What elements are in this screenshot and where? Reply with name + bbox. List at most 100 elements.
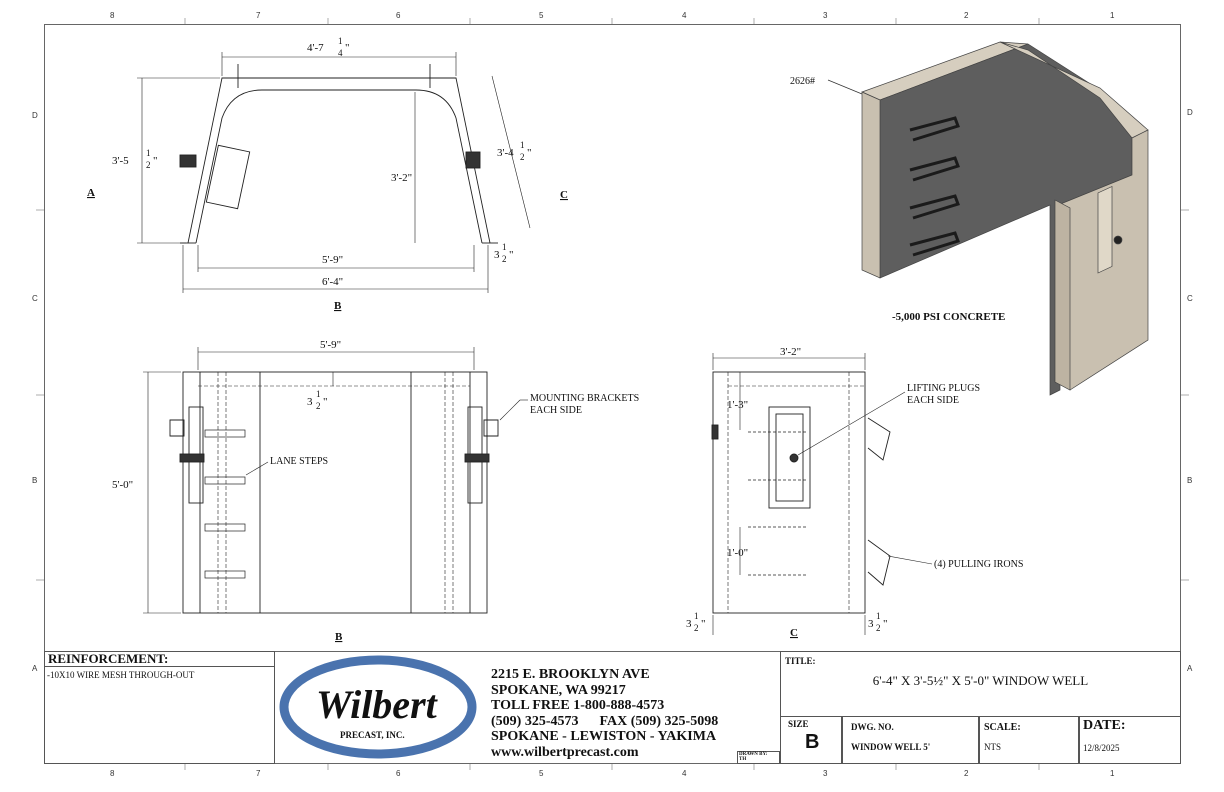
dim-inner-height: 3'-2": [391, 172, 412, 184]
zone-left-c: C: [32, 294, 38, 303]
dim-side-width: 3'-2": [780, 346, 801, 358]
date-label: DATE:: [1083, 718, 1126, 733]
zone-top-2: 2: [964, 11, 969, 20]
frac-num: 1: [694, 611, 699, 621]
frac-den: 4: [338, 48, 343, 58]
phone-tollfree: TOLL FREE 1-800-888-4573: [491, 698, 665, 713]
frac-den: 2: [316, 401, 321, 411]
dim-outer-width: 6'-4": [322, 276, 343, 288]
zone-top-1: 1: [1110, 11, 1115, 20]
dim-left-height: 3'-5: [112, 155, 129, 167]
section-label-c: C: [560, 189, 568, 201]
zone-left-d: D: [32, 111, 38, 120]
zone-bottom-6: 6: [396, 769, 401, 778]
dim-front-offset: 3: [307, 396, 313, 408]
zone-bottom-1: 1: [1110, 769, 1115, 778]
svg-text:": ": [323, 396, 328, 408]
iso-view: [827, 41, 1149, 396]
note-mounting-brackets: MOUNTING BRACKETS: [530, 393, 639, 404]
top-view: [137, 52, 531, 293]
svg-text:": ": [527, 147, 532, 159]
dwg-no-label: DWG. NO.: [851, 722, 894, 732]
svg-text:": ": [701, 618, 706, 630]
zone-left-a: A: [32, 664, 38, 673]
svg-text:": ": [883, 618, 888, 630]
note-lane-steps: LANE STEPS: [270, 456, 328, 467]
svg-text:": ": [509, 249, 514, 261]
website[interactable]: www.wilbertprecast.com: [491, 744, 639, 760]
address-line: 2215 E. BROOKLYN AVE: [491, 667, 650, 682]
dim-front-height: 5'-0": [112, 479, 133, 491]
zone-top-4: 4: [682, 11, 687, 20]
dim-wall: 3: [494, 249, 500, 261]
frac-num: 1: [146, 148, 151, 158]
title-label: TITLE:: [785, 656, 816, 666]
svg-text:": ": [153, 155, 158, 167]
frac-num: 1: [338, 36, 343, 46]
drawing-title: 6'-4" X 3'-5½" X 5'-0" WINDOW WELL: [872, 673, 1089, 688]
company-address: 2215 E. BROOKLYN AVE SPOKANE, WA 99217 T…: [491, 667, 718, 760]
zone-top-5: 5: [539, 11, 544, 20]
front-view: [143, 347, 528, 614]
zone-top-6: 6: [396, 11, 401, 20]
zone-top-3: 3: [823, 11, 828, 20]
concrete-note: -5,000 PSI CONCRETE: [892, 311, 1005, 323]
side-view: [711, 353, 933, 635]
zone-bottom-7: 7: [256, 769, 261, 778]
phone-fax: (509) 325-4573 FAX (509) 325-5098: [491, 713, 719, 729]
dim-side-mid: 1'-0": [727, 547, 748, 559]
section-label-b: B: [334, 300, 342, 312]
drawn-by-label: DRAWN BY:: [739, 752, 768, 757]
view-label-c: C: [790, 627, 798, 639]
svg-text:": ": [345, 42, 350, 54]
zone-ticks: [36, 18, 1189, 770]
size-value: B: [805, 731, 820, 753]
logo-subtitle: PRECAST, INC.: [340, 730, 405, 740]
size-box: [780, 716, 842, 764]
dim-side-top: 1'-3": [727, 399, 748, 411]
dim-inner-width: 5'-9": [322, 254, 343, 266]
zone-left-b: B: [32, 476, 38, 485]
front-view-dims: 5'-9" 5'-0" 3 1 2 " MOUNTING BRACKETS EA…: [112, 339, 639, 643]
size-label: SIZE: [788, 719, 809, 729]
zone-bottom-8: 8: [110, 769, 115, 778]
dwg-no-value: WINDOW WELL 5': [851, 742, 931, 752]
zone-bottom-5: 5: [539, 769, 544, 778]
zone-right-c: C: [1187, 294, 1193, 303]
locations: SPOKANE - LEWISTON - YAKIMA: [491, 729, 717, 744]
zone-bottom-4: 4: [682, 769, 687, 778]
note-lifting-plugs: LIFTING PLUGS: [907, 383, 980, 394]
reinforcement-header: [44, 651, 275, 667]
date-box: [1079, 716, 1181, 764]
section-label-a: A: [87, 187, 95, 199]
drawn-by-box: [737, 751, 780, 764]
drawn-by-value: TH: [739, 757, 747, 762]
frac-den: 2: [876, 623, 881, 633]
frac-den: 2: [520, 152, 525, 162]
top-view-dims: 4'-7 1 4 " 3'-5 1 2 " 3'-2" 3'-4 1 2 " 5…: [87, 36, 568, 312]
reinforcement-label: REINFORCEMENT:: [48, 651, 169, 666]
note-mounting-brackets-each-side: EACH SIDE: [530, 405, 582, 416]
dim-side-wall-left: 3: [686, 618, 692, 630]
frac-num: 1: [316, 389, 321, 399]
reinforcement-box: [44, 651, 275, 764]
dim-slant-height: 3'-4: [497, 147, 514, 159]
dwg-no-box: [842, 716, 979, 764]
view-label-b: B: [335, 631, 343, 643]
zone-top-8: 8: [110, 11, 115, 20]
zone-top-7: 7: [256, 11, 261, 20]
scale-label: SCALE:: [984, 722, 1021, 733]
side-view-dims: 3'-2" 1'-3" 1'-0" 3 1 2 " 3 1 2 " LIFTIN…: [686, 346, 1023, 639]
zone-bottom-3: 3: [823, 769, 828, 778]
logo-wordmark: Wilbert: [316, 682, 439, 727]
note-pulling-irons: (4) PULLING IRONS: [934, 559, 1023, 570]
dim-front-width: 5'-9": [320, 339, 341, 351]
zone-right-b: B: [1187, 476, 1193, 485]
frac-den: 2: [694, 623, 699, 633]
title-box: [780, 651, 1181, 717]
reinforcement-value: -10X10 WIRE MESH THROUGH-OUT: [47, 670, 195, 680]
scale-value: NTS: [984, 742, 1002, 752]
date-value: 12/8/2025: [1083, 743, 1120, 753]
dim-top-width: 4'-7: [307, 42, 324, 54]
frac-num: 1: [502, 242, 507, 252]
